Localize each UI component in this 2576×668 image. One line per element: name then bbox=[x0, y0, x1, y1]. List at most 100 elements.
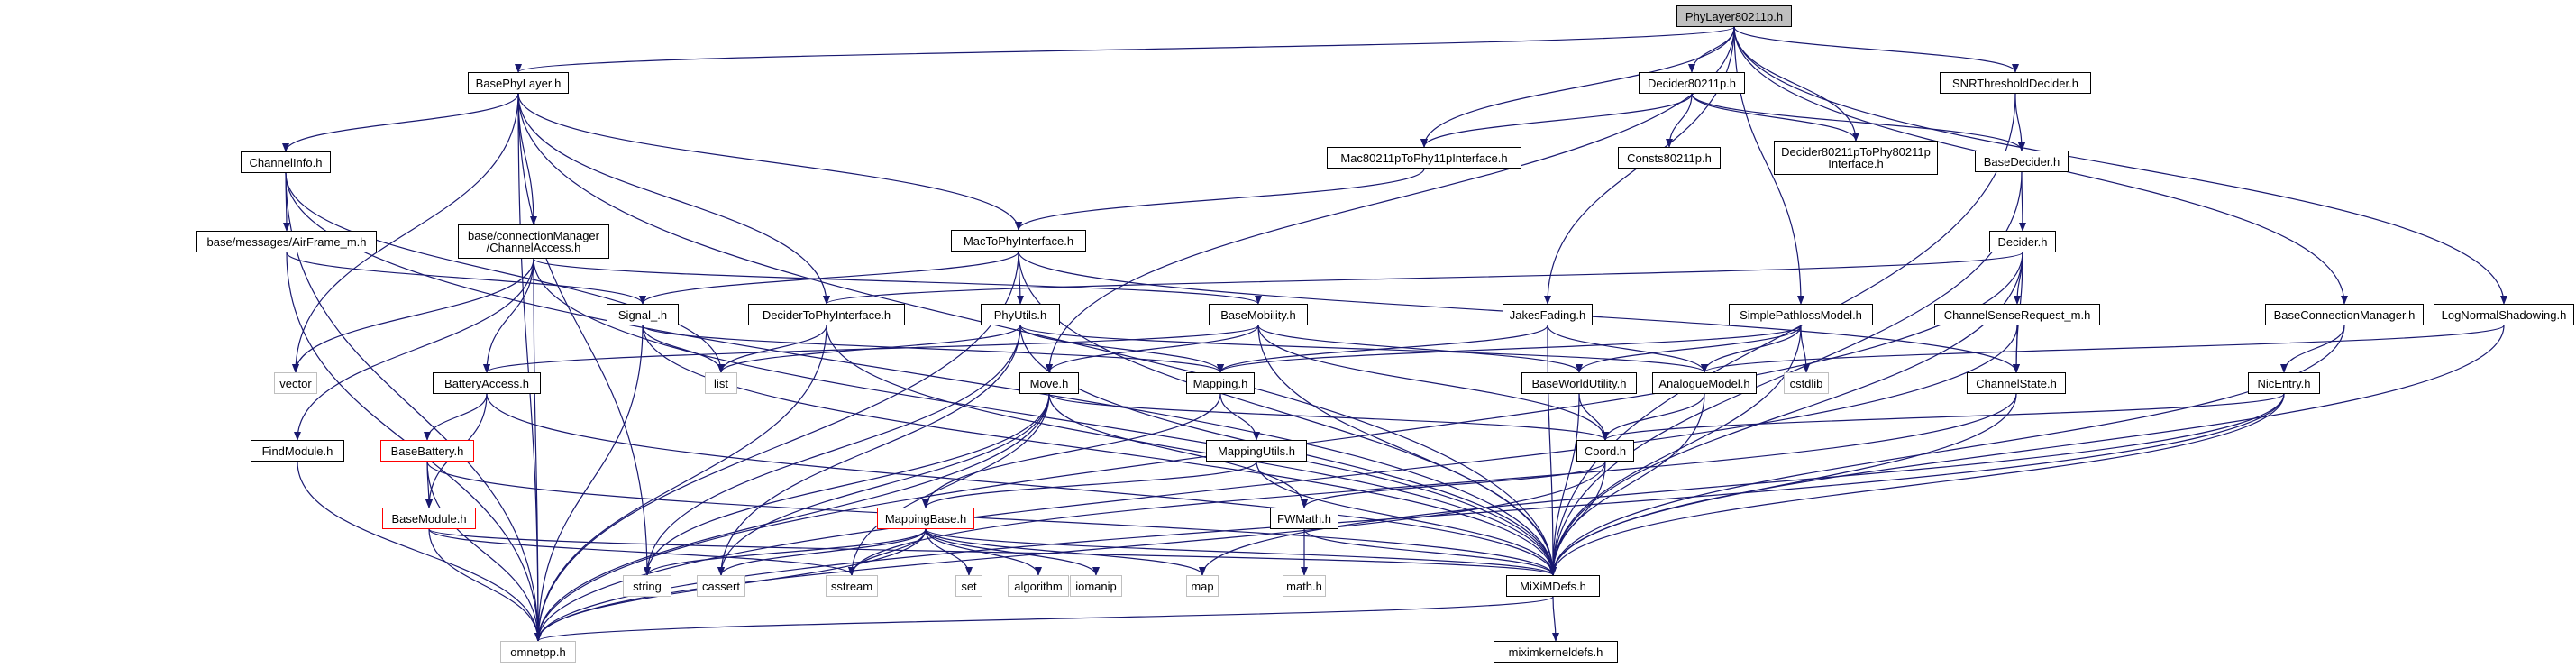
node-list: list bbox=[705, 372, 737, 394]
edge-basebatt-mixim bbox=[426, 461, 1557, 576]
node-move[interactable]: Move.h bbox=[1019, 372, 1079, 394]
edge-nicentry-mixim bbox=[1549, 393, 2285, 576]
node-analogue[interactable]: AnalogueModel.h bbox=[1652, 372, 1757, 394]
edge-dectophy-list bbox=[717, 325, 827, 373]
edge-basemob-baseworld bbox=[1257, 325, 1583, 373]
edge-mapbase-cassert bbox=[717, 528, 927, 576]
node-nicentry[interactable]: NicEntry.h bbox=[2248, 372, 2320, 394]
node-mac2phy11p[interactable]: Mac80211pToPhy11pInterface.h bbox=[1327, 147, 1521, 169]
node-battacc[interactable]: BatteryAccess.h bbox=[433, 372, 541, 394]
edge-basephy-dectophy bbox=[517, 93, 830, 305]
node-phy[interactable]: PhyLayer80211p.h bbox=[1676, 5, 1792, 27]
node-basephy[interactable]: BasePhyLayer.h bbox=[468, 72, 569, 94]
edge-basemob-battacc bbox=[483, 325, 1259, 373]
node-set: set bbox=[955, 575, 982, 597]
node-basebatt[interactable]: BaseBattery.h bbox=[380, 440, 474, 462]
edge-mapbase-string bbox=[644, 528, 927, 576]
edge-dectophy-mixim bbox=[826, 325, 1557, 576]
node-mixim[interactable]: MiXiMDefs.h bbox=[1506, 575, 1600, 597]
edge-findmod-omnetpp bbox=[297, 461, 542, 642]
edge-jakes-mapping bbox=[1217, 325, 1548, 373]
node-mathh: math.h bbox=[1283, 575, 1326, 597]
node-signal[interactable]: Signal_.h bbox=[607, 304, 679, 325]
edge-mapbase-algorithm bbox=[925, 528, 1042, 576]
edge-jakes-analogue bbox=[1547, 325, 1708, 373]
edge-move-fwmath bbox=[1048, 393, 1308, 508]
edge-basemob-mixim bbox=[1257, 325, 1557, 576]
node-mapping[interactable]: Mapping.h bbox=[1186, 372, 1255, 394]
node-iomanip: iomanip bbox=[1070, 575, 1122, 597]
edge-chaccess-findmod bbox=[294, 258, 534, 441]
node-chstate[interactable]: ChannelState.h bbox=[1967, 372, 2066, 394]
node-chinfo[interactable]: ChannelInfo.h bbox=[241, 151, 331, 173]
edge-mapping-maputils bbox=[1219, 393, 1260, 441]
node-snr[interactable]: SNRThresholdDecider.h bbox=[1940, 72, 2091, 94]
node-string: string bbox=[623, 575, 671, 597]
node-maputils[interactable]: MappingUtils.h bbox=[1206, 440, 1307, 462]
node-algorithm: algorithm bbox=[1008, 575, 1069, 597]
node-dec2phy[interactable]: Decider80211pToPhy80211p Interface.h bbox=[1774, 141, 1938, 175]
node-mac2phy[interactable]: MacToPhyInterface.h bbox=[951, 230, 1086, 252]
edge-basephy-vector bbox=[292, 93, 519, 373]
edge-layer bbox=[282, 26, 2507, 642]
edge-dec80211-basedec bbox=[1691, 93, 2025, 151]
node-airframe[interactable]: base/messages/AirFrame_m.h bbox=[196, 231, 377, 252]
node-jakes[interactable]: JakesFading.h bbox=[1503, 304, 1593, 325]
edge-phy-mac2phy11p bbox=[1420, 26, 1735, 148]
node-basedec[interactable]: BaseDecider.h bbox=[1975, 151, 2069, 172]
edge-simplepath-mapping bbox=[1217, 325, 1802, 373]
node-mapbase[interactable]: MappingBase.h bbox=[877, 508, 974, 529]
edge-chaccess-battacc bbox=[483, 258, 534, 373]
edge-phyutils-mapping bbox=[1019, 325, 1224, 373]
edge-signal-mixim bbox=[642, 325, 1557, 576]
edge-jakes-mixim bbox=[1547, 325, 1557, 576]
node-dectophy[interactable]: DeciderToPhyInterface.h bbox=[748, 304, 905, 325]
node-findmod[interactable]: FindModule.h bbox=[251, 440, 344, 462]
edge-maputils-mixim bbox=[1256, 461, 1557, 576]
edge-move-string bbox=[644, 393, 1050, 576]
edge-phy-basephy bbox=[515, 26, 1735, 73]
node-chaccess[interactable]: base/connectionManager /ChannelAccess.h bbox=[458, 224, 609, 259]
edge-basephy-string bbox=[517, 93, 651, 576]
edge-battacc-basebatt bbox=[424, 393, 488, 441]
edge-simplepath-mixim bbox=[1549, 325, 1802, 576]
node-map: map bbox=[1186, 575, 1219, 597]
node-basemod[interactable]: BaseModule.h bbox=[382, 508, 476, 529]
node-fwmath[interactable]: FWMath.h bbox=[1270, 508, 1338, 529]
node-cassert: cassert bbox=[697, 575, 745, 597]
edge-mac2phy11p-mac2phy bbox=[1015, 168, 1425, 231]
node-coord[interactable]: Coord.h bbox=[1576, 440, 1634, 462]
edge-phyutils-analogue bbox=[1019, 325, 1708, 373]
edge-move-cassert bbox=[717, 393, 1050, 576]
node-decider[interactable]: Decider.h bbox=[1989, 231, 2056, 252]
node-omnetpp: omnetpp.h bbox=[500, 641, 576, 663]
edge-battacc-mixim bbox=[486, 393, 1557, 576]
node-lognormal[interactable]: LogNormalShadowing.h bbox=[2434, 304, 2574, 325]
node-consts[interactable]: Consts80211p.h bbox=[1618, 147, 1721, 169]
node-phyutils[interactable]: PhyUtils.h bbox=[981, 304, 1060, 325]
edge-dec80211-mac2phy11p bbox=[1420, 93, 1693, 148]
edge-move-omnetpp bbox=[534, 393, 1050, 642]
node-chsense[interactable]: ChannelSenseRequest_m.h bbox=[1934, 304, 2100, 325]
edge-move-coord bbox=[1048, 393, 1609, 441]
edge-airframe-signal bbox=[286, 252, 646, 305]
node-baseworld[interactable]: BaseWorldUtility.h bbox=[1521, 372, 1637, 394]
node-baseconn[interactable]: BaseConnectionManager.h bbox=[2265, 304, 2424, 325]
node-simplepath[interactable]: SimplePathlossModel.h bbox=[1729, 304, 1873, 325]
node-dec80211[interactable]: Decider80211p.h bbox=[1639, 72, 1745, 94]
node-miximkernel[interactable]: miximkerneldefs.h bbox=[1494, 641, 1618, 663]
edge-dec80211-dec2phy bbox=[1691, 93, 1859, 142]
edge-coord-mixim bbox=[1549, 461, 1606, 576]
edge-mapbase-iomanip bbox=[925, 528, 1100, 576]
edge-signal-mapping bbox=[642, 325, 1224, 373]
node-sstream: sstream bbox=[826, 575, 878, 597]
edge-chstate-sstream bbox=[848, 393, 2017, 576]
edge-analogue-coord bbox=[1602, 393, 1705, 441]
edge-basephy-mac2phy bbox=[517, 93, 1022, 231]
edge-nicentry-map bbox=[1199, 393, 2285, 576]
edge-coord-omnetpp bbox=[534, 461, 1606, 642]
edge-nicentry-coord bbox=[1602, 393, 2285, 441]
edge-chaccess-vector bbox=[292, 258, 534, 373]
node-basemob[interactable]: BaseMobility.h bbox=[1209, 304, 1308, 325]
